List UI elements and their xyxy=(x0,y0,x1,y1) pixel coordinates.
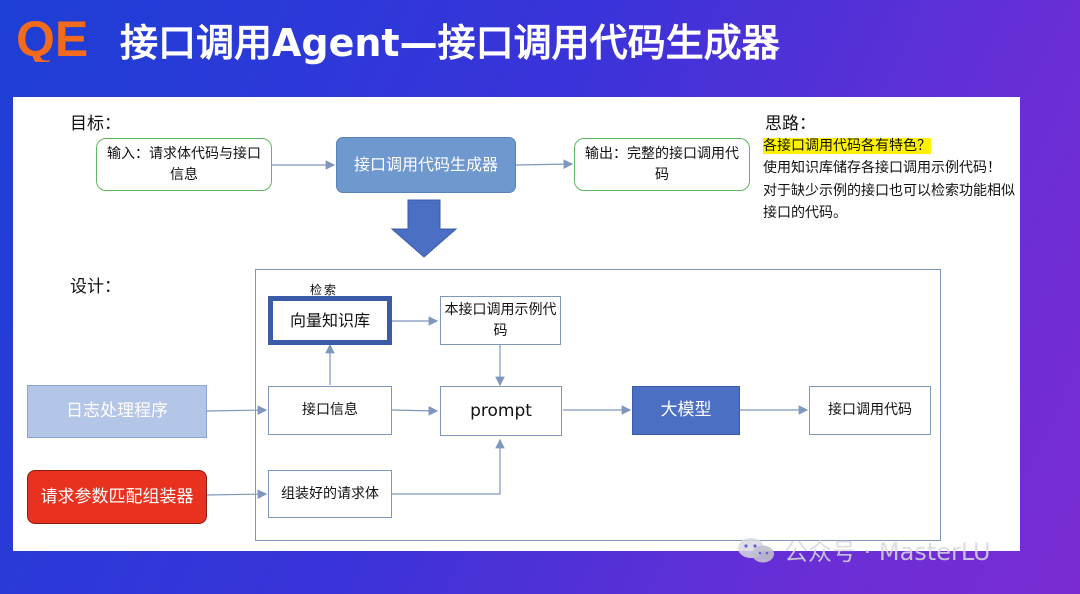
arrow-center-to-output xyxy=(515,159,574,169)
arrow-assembler-to-body xyxy=(205,489,268,499)
param-assembler-box: 请求参数匹配组装器 xyxy=(27,470,207,524)
wechat-icon xyxy=(738,537,774,562)
big-down-arrow xyxy=(390,199,458,258)
assembled-body-box: 组装好的请求体 xyxy=(268,470,392,518)
design-frame xyxy=(255,269,941,541)
goal-label: 目标： xyxy=(70,114,121,134)
vector-db-box: 向量知识库 xyxy=(269,297,391,344)
big-model-box: 大模型 xyxy=(632,386,740,435)
input-box: 输入：请求体代码与接口信息 xyxy=(96,138,272,191)
qe-logo: QE xyxy=(16,14,88,62)
log-processor-box: 日志处理程序 xyxy=(27,385,207,438)
thinking-label: 思路： xyxy=(765,114,816,134)
code-generator-box: 接口调用代码生成器 xyxy=(336,137,516,193)
arrow-body-to-prompt xyxy=(391,438,505,495)
arrow-apiinfo-to-prompt xyxy=(390,406,439,416)
connectors xyxy=(205,159,809,499)
watermark: 公众号 · MasterLU xyxy=(736,532,991,567)
slide-canvas: 目标： 输入：请求体代码与接口信息 接口调用代码生成器 输出：完整的接口调用代码… xyxy=(13,97,1020,551)
example-code-box: 本接口调用示例代码 xyxy=(440,296,561,345)
page-title: 接口调用Agent—接口调用代码生成器 xyxy=(120,21,780,65)
thinking-highlight: 各接口调用代码各有特色？ xyxy=(763,138,931,154)
design-label: 设计： xyxy=(70,277,121,297)
prompt-box: prompt xyxy=(440,386,562,436)
api-code-box: 接口调用代码 xyxy=(809,386,931,435)
output-box: 输出：完整的接口调用代码 xyxy=(574,138,750,191)
thinking-text: 各接口调用代码各有特色？ 使用知识库储存各接口调用示例代码！ 对于缺少示例的接口… xyxy=(763,135,1018,225)
thinking-line-1: 使用知识库储存各接口调用示例代码！ xyxy=(763,160,1001,177)
thinking-line-2: 对于缺少示例的接口也可以检索功能相似接口的代码。 xyxy=(763,182,1015,222)
arrow-log-to-apiinfo xyxy=(205,405,268,415)
api-info-box: 接口信息 xyxy=(268,386,392,435)
watermark-text: 公众号 · MasterLU xyxy=(784,538,991,566)
svg-text:QE: QE xyxy=(16,14,88,62)
vector-db-outline: 向量知识库 xyxy=(268,296,392,345)
search-label: 检索 xyxy=(310,283,339,297)
